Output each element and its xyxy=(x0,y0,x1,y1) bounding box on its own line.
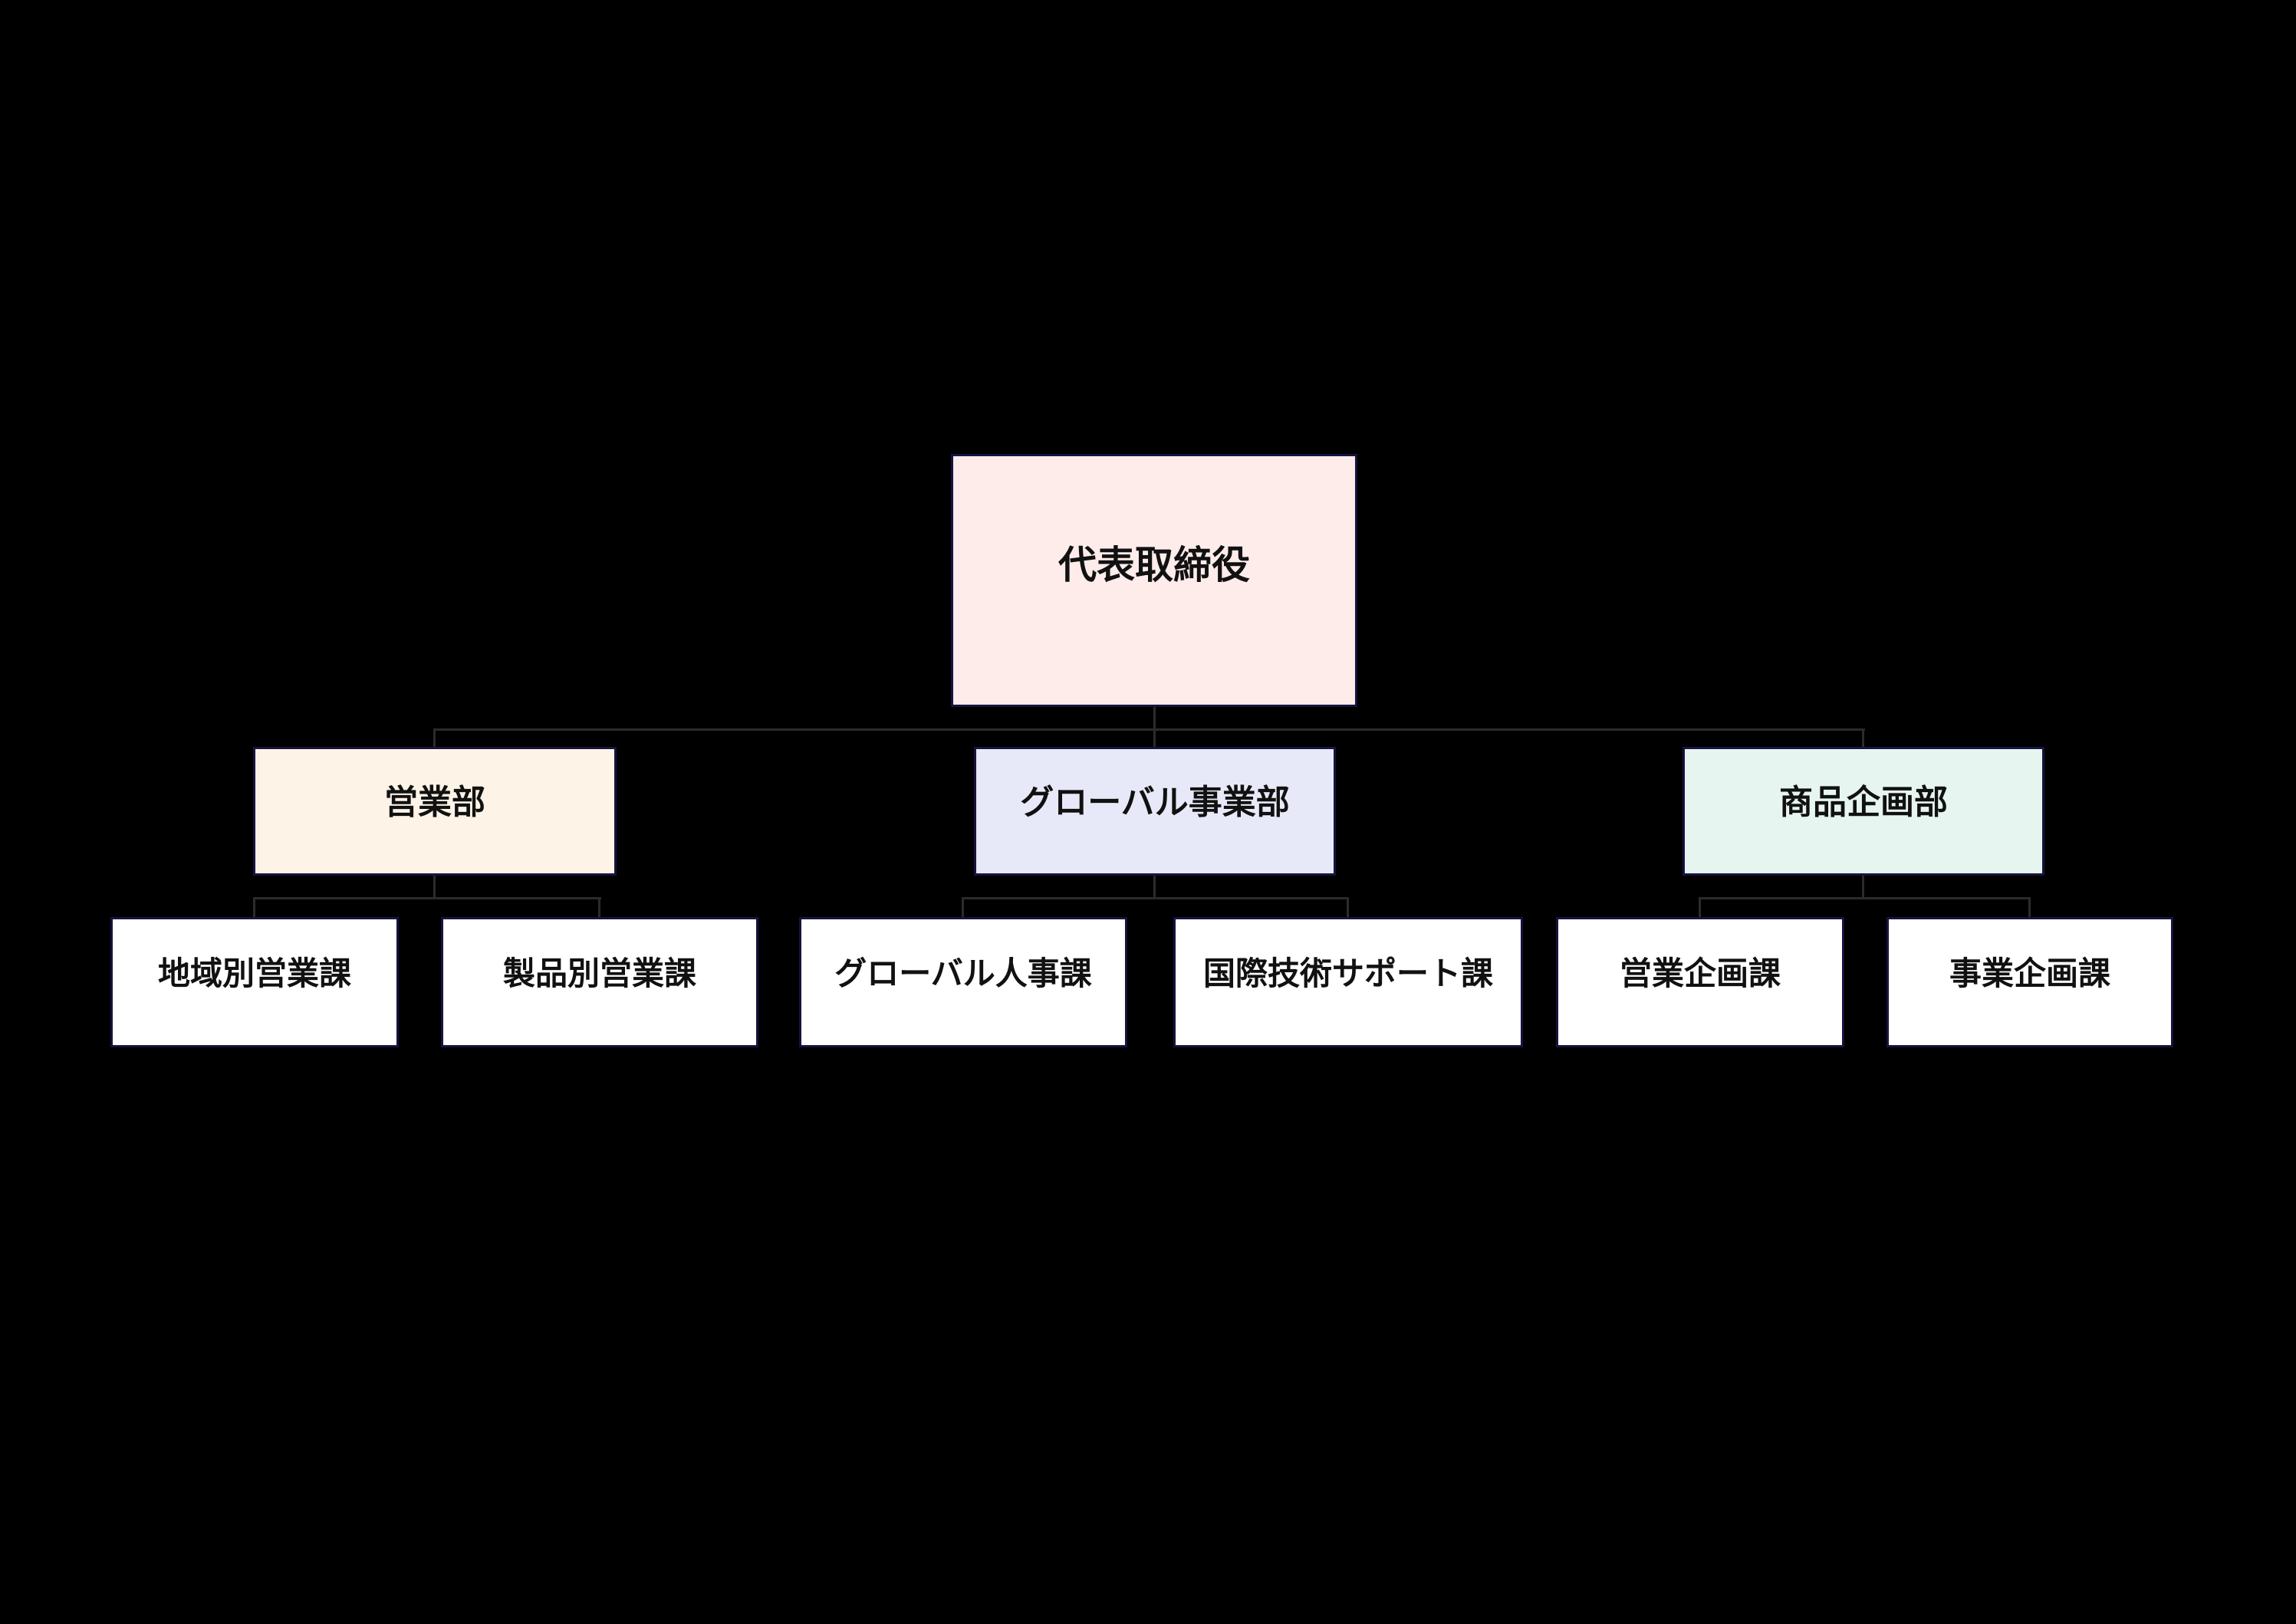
connector-vertical-sales-dept xyxy=(433,876,436,899)
connector-vertical-product-planning-dept xyxy=(1862,876,1864,899)
org-node-business-planning-section: 事業企画課 xyxy=(1886,917,2173,1047)
org-node-global-hr-section: グローバル人事課 xyxy=(799,917,1127,1047)
org-node-label: 事業企画課 xyxy=(1949,955,2110,991)
connector-drop-sales-planning xyxy=(1699,897,1701,919)
connector-drop-business-planning xyxy=(2028,897,2031,919)
org-node-label: 営業部 xyxy=(384,784,485,821)
org-node-label: グローバル事業部 xyxy=(1020,784,1290,821)
connector-horizontal-sales-group xyxy=(254,897,601,899)
connector-drop-product-sales xyxy=(598,897,600,919)
org-node-regional-sales-section: 地域別営業課 xyxy=(110,917,399,1047)
connector-drop-sales-dept xyxy=(433,728,436,748)
connector-vertical-global-dept xyxy=(1153,876,1156,899)
connector-horizontal-product-planning-group xyxy=(1699,897,2031,899)
org-node-international-tech-support-section: 国際技術サポート課 xyxy=(1173,917,1523,1047)
org-node-label: 営業企画課 xyxy=(1619,955,1781,991)
connector-drop-product-planning-dept xyxy=(1862,728,1864,748)
connector-horizontal-level1 xyxy=(434,728,1865,731)
connector-horizontal-global-group xyxy=(962,897,1349,899)
connector-vertical-root xyxy=(1153,707,1156,748)
org-node-representative-director: 代表取締役 xyxy=(951,454,1357,707)
connector-drop-global-hr xyxy=(962,897,964,919)
org-node-label: 代表取締役 xyxy=(1058,544,1250,587)
org-node-sales-department: 営業部 xyxy=(253,747,617,876)
org-node-label: 商品企画部 xyxy=(1779,784,1948,821)
connector-drop-regional-sales xyxy=(253,897,255,919)
org-node-label: 製品別営業課 xyxy=(502,955,696,991)
org-node-product-planning-department: 商品企画部 xyxy=(1683,747,2044,876)
connector-drop-intl-tech-support xyxy=(1347,897,1349,919)
org-node-label: グローバル人事課 xyxy=(834,955,1092,991)
org-node-label: 地域別営業課 xyxy=(157,955,351,991)
org-node-global-business-department: グローバル事業部 xyxy=(974,747,1336,876)
org-node-label: 国際技術サポート課 xyxy=(1202,955,1493,991)
org-node-sales-planning-section: 営業企画課 xyxy=(1556,917,1844,1047)
org-node-product-sales-section: 製品別営業課 xyxy=(441,917,758,1047)
